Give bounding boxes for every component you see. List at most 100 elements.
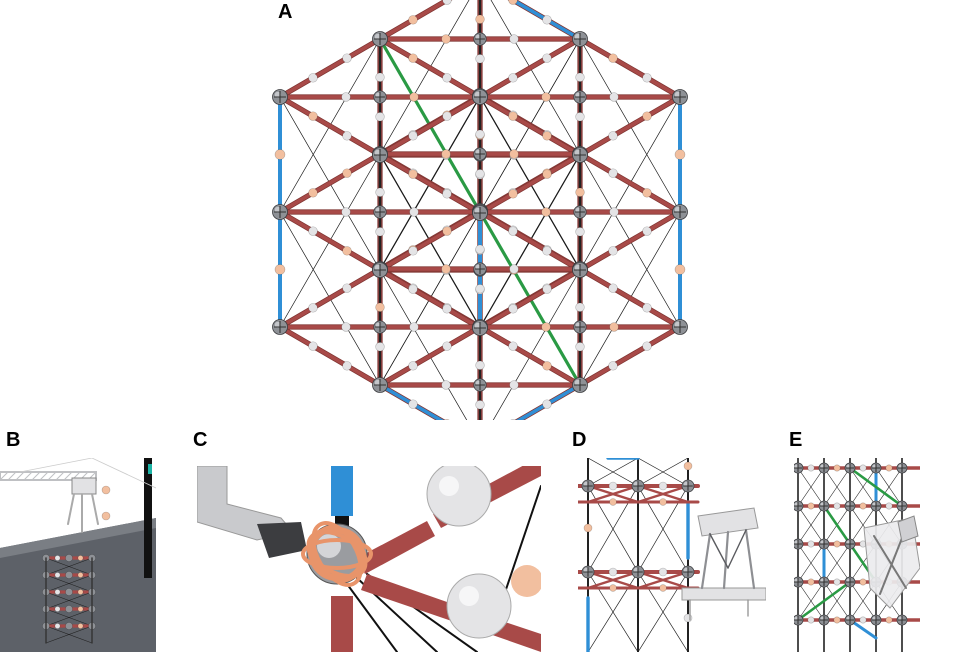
strut-ball bbox=[542, 399, 552, 409]
cable bbox=[492, 269, 581, 420]
strut-ball bbox=[659, 584, 667, 592]
blue-strut bbox=[331, 466, 353, 516]
strut-ball bbox=[442, 189, 452, 199]
lattice-node bbox=[373, 205, 387, 219]
tower-ball bbox=[54, 589, 61, 595]
gripper-cage-finger bbox=[311, 521, 363, 587]
lattice-node bbox=[473, 262, 487, 276]
strut-ball bbox=[659, 498, 667, 506]
lattice-node bbox=[870, 462, 882, 474]
strut-ball bbox=[341, 92, 351, 102]
red-strut bbox=[378, 210, 482, 272]
robot-base-rail bbox=[681, 587, 766, 601]
strut-ball bbox=[609, 92, 619, 102]
tower-node bbox=[65, 622, 73, 630]
robot-link bbox=[709, 533, 729, 569]
truss-brace bbox=[0, 471, 9, 481]
strut-ball bbox=[408, 169, 418, 179]
truss-brace bbox=[23, 471, 33, 481]
panel-label-d: D bbox=[572, 429, 587, 451]
blue-strut bbox=[516, 383, 582, 420]
cable bbox=[823, 581, 851, 621]
strut-ball bbox=[375, 227, 385, 237]
strut-ball bbox=[575, 72, 585, 82]
strut-ball bbox=[342, 131, 352, 141]
strut-ball bbox=[408, 15, 418, 25]
lattice-node bbox=[896, 500, 908, 512]
tower-ball bbox=[54, 606, 61, 612]
strut-ball bbox=[541, 207, 551, 217]
cable bbox=[797, 543, 825, 583]
lattice-node bbox=[818, 576, 830, 588]
strut-ball bbox=[508, 341, 518, 351]
crane-cable bbox=[19, 458, 93, 473]
red-strut bbox=[278, 37, 382, 99]
green-strut bbox=[796, 580, 852, 622]
cable bbox=[823, 467, 851, 507]
strut-ball bbox=[608, 168, 618, 178]
lattice-node bbox=[672, 319, 688, 335]
cable bbox=[823, 543, 851, 583]
strut-ball bbox=[509, 264, 519, 274]
strut-ball bbox=[409, 322, 419, 332]
strut-ball bbox=[508, 304, 518, 314]
lattice-node bbox=[818, 538, 830, 550]
gantry-head bbox=[71, 477, 97, 495]
strut-ball bbox=[409, 92, 419, 102]
red-strut bbox=[278, 210, 382, 272]
tower-ball bbox=[77, 623, 84, 629]
lattice-node bbox=[672, 89, 688, 105]
tower-ball bbox=[77, 572, 84, 578]
tower-ball bbox=[54, 572, 61, 578]
red-strut bbox=[378, 268, 482, 330]
strut-ball bbox=[508, 111, 518, 121]
red-strut bbox=[578, 37, 682, 99]
strut-ball bbox=[375, 342, 385, 352]
strut-ball bbox=[409, 207, 419, 217]
red-strut-diagonal bbox=[636, 570, 690, 590]
tower-node bbox=[65, 605, 73, 613]
ball-highlight bbox=[459, 586, 479, 606]
vertical-ball bbox=[683, 613, 693, 623]
strut-ball bbox=[408, 53, 418, 63]
red-strut-upper bbox=[357, 521, 435, 574]
lattice-cube-illustration bbox=[272, 0, 688, 420]
strut-ball bbox=[308, 341, 318, 351]
strut-ball bbox=[658, 567, 668, 577]
lattice-node bbox=[572, 377, 588, 393]
strut-ball bbox=[442, 73, 452, 83]
strut-ball bbox=[833, 578, 841, 586]
strut-ball bbox=[859, 464, 867, 472]
strut-ball bbox=[807, 578, 815, 586]
strut-ball bbox=[609, 498, 617, 506]
strut-ball bbox=[542, 284, 552, 294]
strut-ball bbox=[475, 14, 485, 24]
strut-ball bbox=[475, 129, 485, 139]
blue-strut bbox=[509, 0, 582, 41]
truss-brace bbox=[63, 471, 73, 481]
strut-ball bbox=[475, 284, 485, 294]
lattice-node bbox=[794, 538, 804, 550]
panel-d-robot-lattice bbox=[578, 458, 766, 652]
vertical-ball bbox=[583, 523, 593, 533]
lattice-node bbox=[794, 500, 804, 512]
lattice-node bbox=[844, 500, 856, 512]
lattice-node bbox=[573, 320, 587, 334]
strut-ball bbox=[441, 149, 451, 159]
strut-ball bbox=[642, 111, 652, 121]
lattice-node bbox=[896, 614, 908, 626]
strut-ball bbox=[575, 342, 585, 352]
lattice-node bbox=[681, 565, 695, 579]
tower-cable bbox=[45, 591, 93, 610]
panel-c-gripper-closeup bbox=[197, 466, 541, 652]
vertical-ball bbox=[674, 264, 686, 275]
strut-ball bbox=[441, 380, 451, 390]
lattice-node bbox=[572, 262, 588, 278]
lattice-node bbox=[573, 90, 587, 104]
red-strut bbox=[478, 325, 582, 387]
red-strut bbox=[331, 596, 353, 652]
red-strut bbox=[378, 37, 482, 99]
red-strut bbox=[578, 152, 682, 214]
crane-assembly-illustration bbox=[0, 458, 156, 652]
gripper-wrist bbox=[257, 522, 307, 558]
